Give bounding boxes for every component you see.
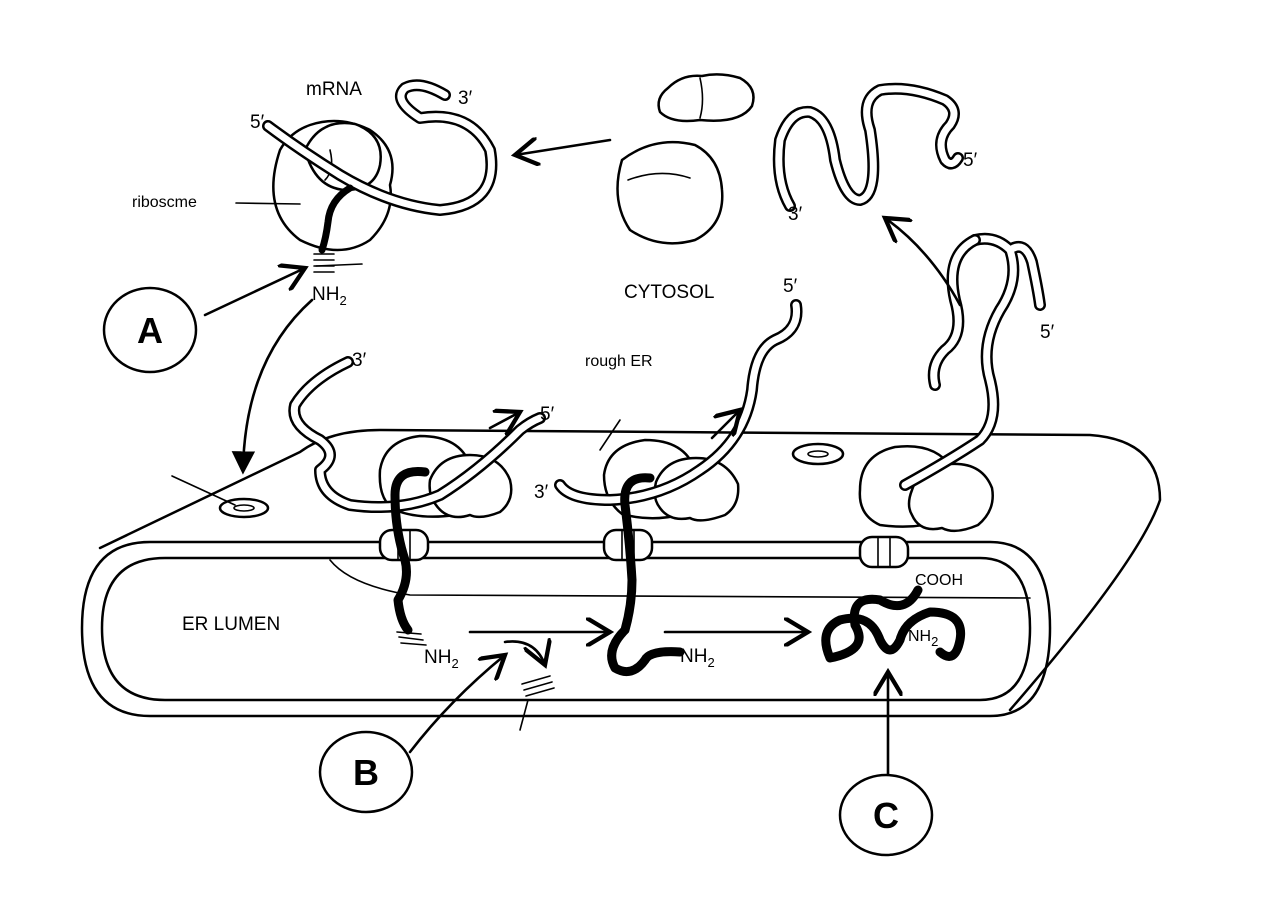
cooh-label: COOH (915, 572, 963, 589)
er-lumen-label: ER LUMEN (182, 614, 280, 635)
ribosome-label: riboscme (132, 194, 197, 211)
er-membrane (80, 428, 1162, 718)
three-prime-label-ribo1: 3′ (352, 350, 367, 371)
five-prime-label-cytosol: 5′ (783, 276, 798, 297)
five-prime-label-right: 5′ (1040, 322, 1055, 343)
nh2-label-top: NH2 (312, 284, 347, 308)
nh2-label-lumen-3: NH2 (908, 628, 938, 649)
text-labels: mRNA riboscme CYTOSOL rough ER ER LUMEN … (132, 79, 1055, 671)
bound-ribosome-2 (554, 299, 803, 677)
five-prime-label-top-right: 5′ (963, 150, 978, 171)
three-prime-label-top: 3′ (458, 88, 473, 109)
ribosome-subunits-free (616, 73, 755, 245)
step-a-marker: A (102, 286, 198, 374)
nascent-peptide-top (235, 184, 363, 273)
step-b-marker: B (318, 730, 414, 814)
mrna-label: mRNA (306, 79, 362, 100)
cytosol-label: CYTOSOL (624, 282, 714, 303)
step-b-label: B (353, 752, 379, 793)
rough-er-label: rough ER (585, 353, 653, 370)
step-a-label: A (137, 310, 163, 351)
process-arrows (171, 140, 962, 777)
step-c-label: C (873, 795, 899, 836)
nh2-label-lumen-2: NH2 (680, 646, 715, 670)
three-prime-label-released: 3′ (788, 204, 803, 225)
mrna-released (772, 82, 964, 212)
three-prime-label-ribo2: 3′ (534, 482, 549, 503)
step-c-marker: C (838, 773, 934, 857)
five-prime-label-top-left: 5′ (250, 112, 265, 133)
bound-ribosome-3 (858, 232, 1046, 569)
nh2-label-lumen-1: NH2 (424, 647, 459, 671)
five-prime-label-ribo1: 5′ (540, 404, 555, 425)
mrna-strand-top (262, 79, 498, 216)
bound-ribosome-1 (288, 356, 546, 646)
signal-peptide-fragment (519, 675, 555, 731)
folded-protein (821, 585, 966, 663)
